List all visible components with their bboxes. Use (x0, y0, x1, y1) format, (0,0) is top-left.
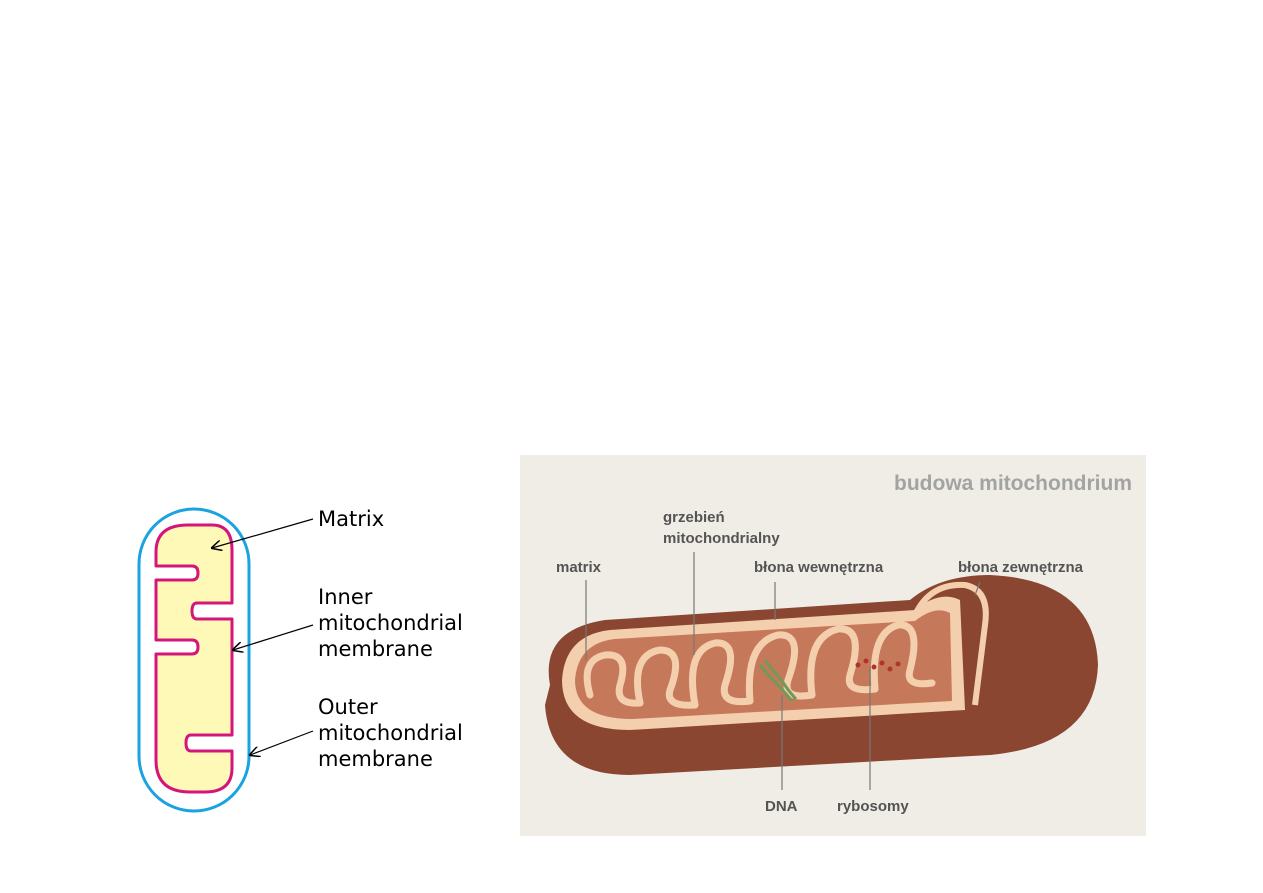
crista-fold (583, 651, 644, 707)
schematic-mitochondrion-drawing (137, 507, 314, 813)
outer-membrane-callout: błona zewnętrzna (958, 559, 1084, 576)
inner-membrane-label-line: Inner (318, 585, 373, 609)
dna-callout: DNA (765, 798, 798, 815)
cutaway-title: budowa mitochondrium (894, 472, 1132, 495)
crista-fold (689, 639, 754, 709)
ribosome-dot (879, 660, 885, 666)
ribosome-dot (855, 662, 861, 668)
inner-membrane-label: Inner mitochondrial membrane (318, 584, 463, 662)
ribosome-dot (887, 666, 893, 672)
ribosome-dot (895, 661, 901, 667)
ribosome-dots (855, 658, 901, 672)
ribosome-dot (863, 658, 869, 664)
outer-membrane-leader-line (974, 581, 981, 596)
crista-callout-line: mitochondrialny (663, 530, 780, 547)
leader-lines (585, 552, 981, 790)
outer-membrane-label-line: mitochondrial (318, 721, 463, 745)
inner-membrane-arrow (233, 624, 314, 650)
matrix-arrow (212, 518, 314, 548)
inner-membrane-shape (154, 523, 234, 794)
outer-membrane-cut-edge (912, 581, 989, 706)
crista-fold (807, 625, 879, 699)
cutaway-mitochondrion-panel: budowa mitochondrium matrix grzebień mit… (520, 455, 1146, 836)
cristae-folds (583, 621, 936, 709)
dna-strand-path (758, 664, 794, 702)
ribosomes-callout: rybosomy (837, 798, 909, 815)
matrix-label: Matrix (318, 507, 385, 531)
crista-callout: grzebień mitochondrialny (663, 507, 780, 549)
dna-strand-path (763, 659, 798, 701)
outer-membrane-label-line: membrane (318, 747, 433, 771)
cutaway-mitochondrion-drawing (545, 552, 1098, 790)
outer-membrane-label: Outer mitochondrial membrane (318, 694, 463, 772)
outer-membrane-label-line: Outer (318, 695, 378, 719)
inner-membrane-label-line: membrane (318, 637, 433, 661)
crista-fold (870, 621, 936, 693)
outer-membrane-arrow (250, 730, 314, 755)
crista-fold (634, 646, 699, 709)
inner-membrane-callout: błona wewnętrzna (754, 559, 884, 576)
dna-strand (758, 659, 798, 702)
ribosome-dot (871, 664, 877, 670)
crista-callout-line: grzebień (663, 509, 725, 526)
matrix-callout: matrix (556, 559, 602, 576)
inner-membrane-label-line: mitochondrial (318, 611, 463, 635)
